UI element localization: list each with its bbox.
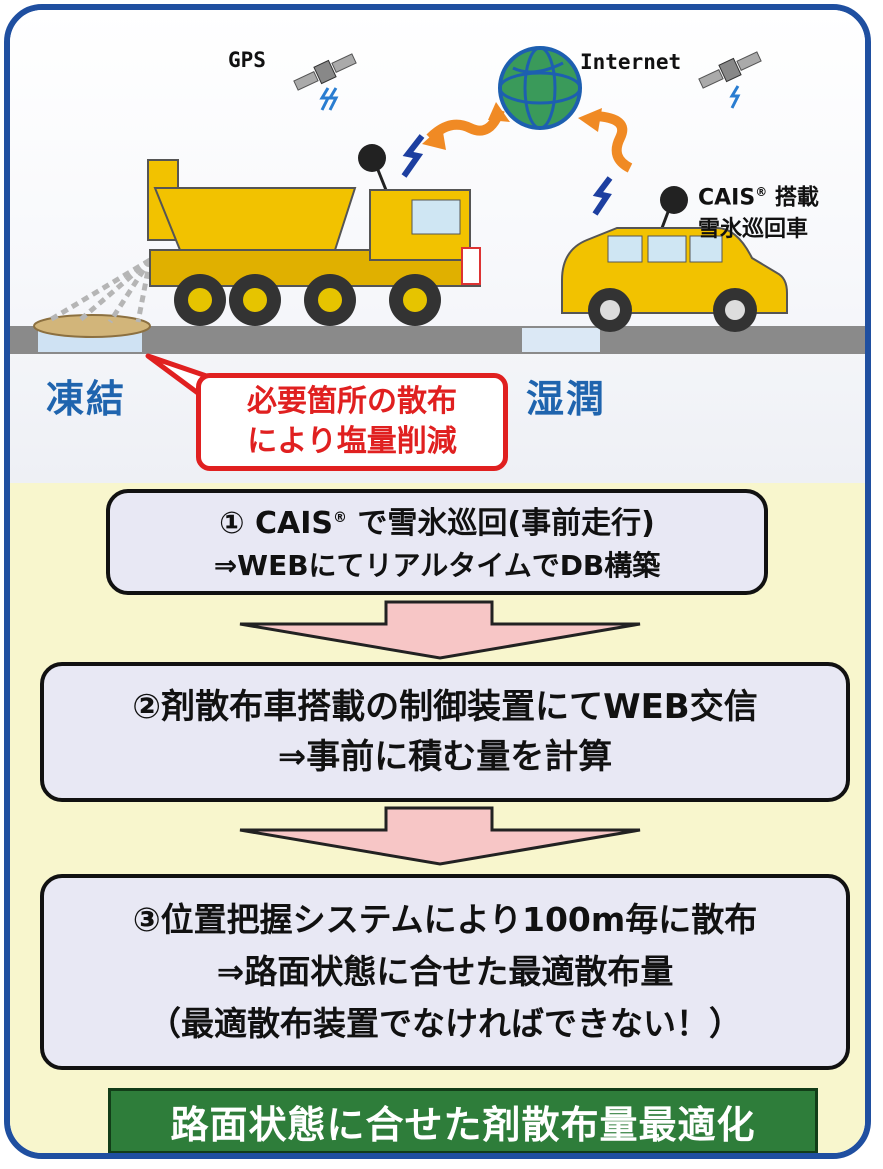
data-link-arrow — [594, 111, 633, 173]
road — [10, 326, 865, 354]
spray-icon — [48, 257, 153, 324]
spreader-truck-icon — [147, 159, 481, 326]
callout-line-2: により塩量削減 — [247, 424, 457, 459]
illustration — [10, 46, 865, 405]
step-1-line-1: ① CAIS® で雪氷巡回(事前走行) — [219, 506, 655, 541]
internet-label: Internet — [580, 50, 682, 74]
step-1-line-2: ⇒WEBにてリアルタイムでDB構築 — [213, 549, 661, 582]
ice-puddle — [33, 314, 151, 338]
wet-patch — [522, 328, 600, 352]
satellite-icon — [698, 51, 762, 89]
antenna-icon — [358, 144, 386, 172]
gps-label: GPS — [228, 48, 266, 72]
frozen-label: 凍結 — [46, 377, 127, 421]
registered-mark: ® — [755, 185, 768, 199]
step-1-box: ① CAIS® で雪氷巡回(事前走行) ⇒WEBにてリアルタイムでDB構築 — [106, 489, 768, 595]
down-arrow-icon — [239, 806, 641, 866]
down-arrow-icon — [239, 600, 641, 660]
step-2-box: ②剤散布車搭載の制御装置にてWEB交信 ⇒事前に積む量を計算 — [40, 662, 850, 802]
signal-icon — [401, 134, 425, 178]
antenna-icon — [660, 186, 688, 214]
salt-reduction-callout: 必要箇所の散布 により塩量削減 — [196, 373, 508, 471]
signal-icon — [592, 176, 613, 216]
globe-icon — [498, 46, 582, 130]
result-label: 路面状態に合せた剤散布量最適化 — [170, 1102, 756, 1147]
signal-icon — [319, 87, 331, 111]
wet-label: 湿潤 — [526, 377, 607, 421]
patrol-vehicle-label: 雪氷巡回車 — [698, 217, 809, 243]
callout-line-1: 必要箇所の散布 — [247, 384, 457, 419]
cais-label-suffix: 搭載 — [774, 185, 819, 211]
step-3-line-2: ⇒路面状態に合せた最適散布量 — [216, 952, 674, 991]
result-banner: 路面状態に合せた剤散布量最適化 — [108, 1088, 818, 1153]
step-2-line-1: ②剤散布車搭載の制御装置にてWEB交信 — [132, 687, 758, 727]
signal-icon — [729, 85, 741, 109]
step-3-line-1: ③位置把握システムにより100m毎に散布 — [132, 900, 758, 939]
satellite-icon — [293, 53, 357, 91]
step-3-line-3: （最適散布装置でなければできない！） — [148, 1004, 742, 1043]
diagram-frame: GPS Internet CAIS® 搭載 雪氷巡回車 凍結 湿潤 必要箇所の散… — [4, 4, 871, 1159]
patrol-car-icon — [561, 227, 788, 332]
cais-vehicle-label: CAIS® 搭載 雪氷巡回車 — [698, 176, 819, 246]
step-3-box: ③位置把握システムにより100m毎に散布 ⇒路面状態に合せた最適散布量 （最適散… — [40, 874, 850, 1070]
registered-mark: ® — [332, 510, 347, 526]
step-2-line-2: ⇒事前に積む量を計算 — [277, 737, 613, 777]
cais-label-text: CAIS — [698, 185, 756, 211]
